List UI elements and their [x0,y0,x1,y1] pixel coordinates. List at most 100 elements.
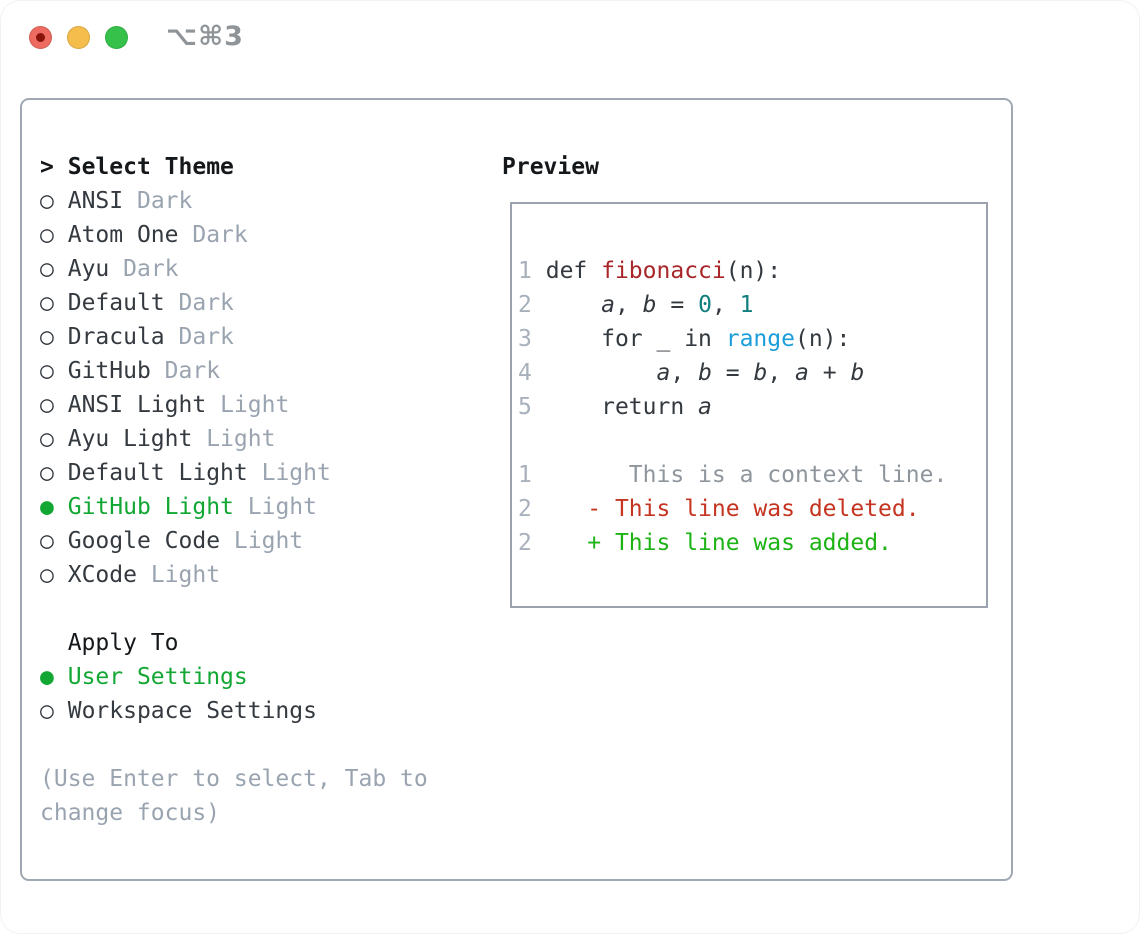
diff-line-deleted: 2 - This line was deleted. [518,492,986,526]
code-token-plain: , [670,360,699,386]
code-token-var: a [698,394,712,420]
code-line: 5 return a [518,390,986,424]
theme-variant: Dark [136,188,193,214]
theme-variant: Dark [164,358,221,384]
preview-heading: Preview [502,154,599,180]
apply-to-option[interactable]: ○ Workspace Settings [40,694,428,728]
help-text: (Use Enter to select, Tab to change focus… [40,762,428,830]
code-token-plain: , [767,360,796,386]
radio-unselected-icon: ○ [40,358,54,384]
theme-option[interactable]: ○ ANSI Dark [40,184,428,218]
theme-variant: Light [206,426,276,452]
theme-variant: Light [261,460,331,486]
apply-to-heading-label: Apply To [67,630,179,656]
theme-option[interactable]: ○ XCode Light [40,558,428,592]
theme-name: ANSI [67,188,124,214]
radio-selected-icon: ● [40,664,54,690]
apply-to-list: ● User Settings○ Workspace Settings [40,660,428,728]
theme-picker-panel: > Select Theme ○ ANSI Dark○ Atom One Dar… [20,98,1013,881]
apply-to-label: Workspace Settings [67,698,317,724]
line-number: 1 [518,258,532,284]
theme-option[interactable]: ● GitHub Light Light [40,490,428,524]
theme-option[interactable]: ○ GitHub Dark [40,354,428,388]
spacer [518,424,986,458]
theme-variant: Dark [178,324,234,350]
diff-line-added: 2 + This line was added. [518,526,986,560]
apply-to-option[interactable]: ● User Settings [40,660,428,694]
theme-option[interactable]: ○ ANSI Light Light [40,388,428,422]
theme-option[interactable]: ○ Ayu Dark [40,252,428,286]
line-number: 2 [518,530,532,556]
theme-option[interactable]: ○ Default Dark [40,286,428,320]
code-token-var: a [601,292,615,318]
radio-unselected-icon: ○ [40,324,54,350]
apply-to-label: User Settings [67,664,248,690]
theme-variant: Light [220,392,290,418]
theme-name: Google Code [67,528,221,554]
code-line: 1 def fibonacci(n): [518,254,986,288]
spacer [40,592,428,626]
close-button-icon[interactable] [29,26,52,49]
diff-preview: 1 This is a context line.2 - This line w… [518,458,986,560]
theme-variant: Light [150,562,221,588]
code-token-plain: , [711,292,740,318]
code-token-plain: def [545,258,602,284]
theme-list: ○ ANSI Dark○ Atom One Dark○ Ayu Dark○ De… [40,184,428,592]
theme-name: GitHub Light [67,494,234,520]
code-token-plain: , [614,292,643,318]
diff-text-deleted: - This line was deleted. [545,496,920,522]
code-token-plain: for _ in [545,326,726,352]
code-token-var: b [698,360,712,386]
radio-unselected-icon: ○ [40,256,54,282]
theme-name: Ayu [67,256,110,282]
help-text-line: change focus) [40,800,221,826]
select-theme-heading-label: Select Theme [67,154,234,180]
line-number: 1 [518,462,532,488]
diff-line-context: 1 This is a context line. [518,458,986,492]
window-controls [29,26,128,49]
theme-name: Atom One [67,222,179,248]
code-token-plain: (n): [725,258,782,284]
focus-caret-icon: > [40,154,54,180]
line-number: 5 [518,394,532,420]
code-token-var: a [656,360,671,386]
theme-option[interactable]: ○ Dracula Dark [40,320,428,354]
help-text-line: (Use Enter to select, Tab to [40,766,428,792]
zoom-button-icon[interactable] [105,26,128,49]
theme-name: Ayu Light [67,426,193,452]
radio-unselected-icon: ○ [40,698,54,724]
code-line: 4 a, b = b, a + b [518,356,986,390]
theme-variant: Dark [192,222,248,248]
select-theme-heading: > Select Theme [40,150,428,184]
code-token-function: fibonacci [601,258,726,284]
window-title-shortcut: ⌥⌘3 [166,21,244,52]
line-number: 2 [518,292,532,318]
theme-option[interactable]: ○ Google Code Light [40,524,428,558]
theme-option[interactable]: ○ Ayu Light Light [40,422,428,456]
code-token-var: b [753,360,768,386]
code-token-plain: = [711,360,754,386]
code-line: 3 for _ in range(n): [518,322,986,356]
theme-option[interactable]: ○ Default Light Light [40,456,428,490]
line-number: 4 [518,360,532,386]
theme-name: ANSI Light [67,392,207,418]
theme-name: GitHub [67,358,151,384]
code-token-plain [546,360,657,386]
theme-variant: Light [233,528,304,554]
radio-unselected-icon: ○ [40,188,54,214]
code-token-number: 1 [739,292,754,318]
theme-name: Default [67,290,165,316]
radio-selected-icon: ● [40,494,54,520]
radio-unselected-icon: ○ [40,222,54,248]
minimize-button-icon[interactable] [67,26,90,49]
radio-unselected-icon: ○ [40,562,54,588]
radio-unselected-icon: ○ [40,460,54,486]
theme-name: Dracula [67,324,165,350]
diff-text-added: + This line was added. [545,530,892,556]
radio-unselected-icon: ○ [40,426,54,452]
line-number: 3 [518,326,532,352]
theme-option[interactable]: ○ Atom One Dark [40,218,428,252]
